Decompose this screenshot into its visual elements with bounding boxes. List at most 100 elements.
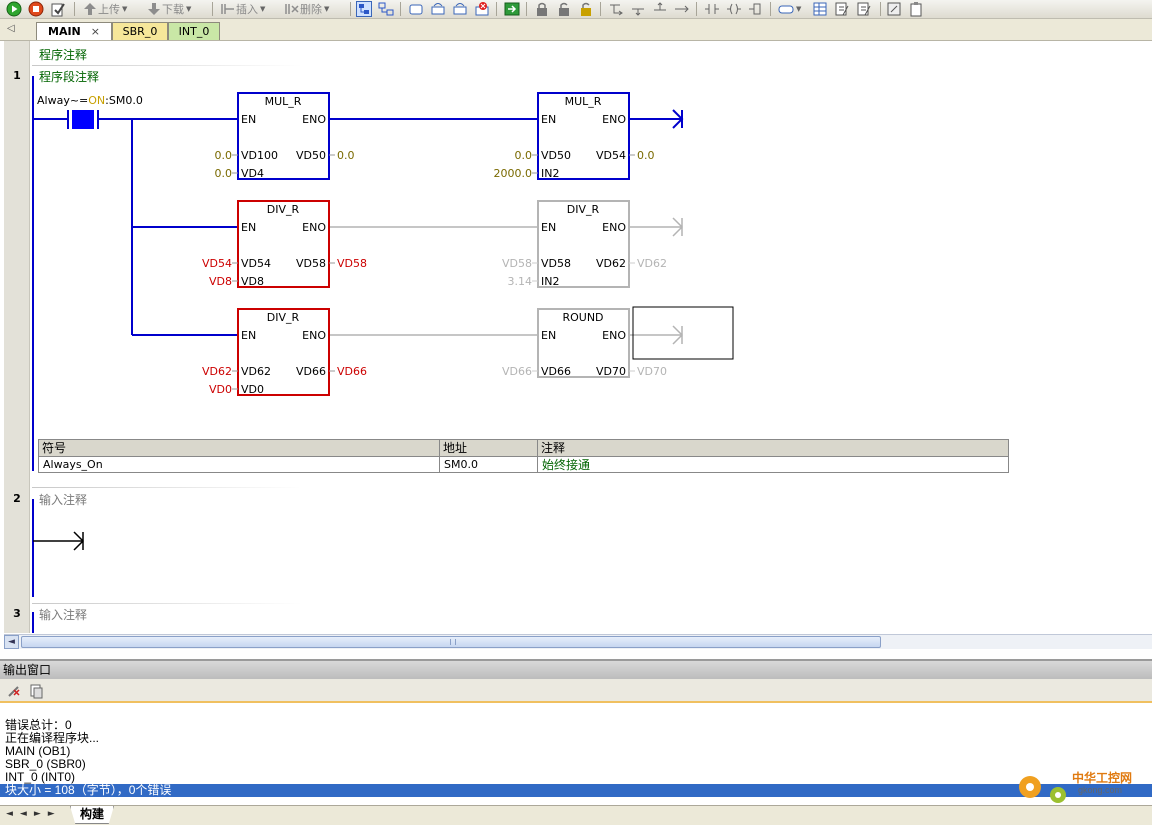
symbol-addressing-dropdown-icon[interactable]: ▼	[796, 5, 802, 13]
block-div-r-1[interactable]: DIV_R EN ENO VD54 VD58 VD8 VD54 VD8 VD58	[202, 200, 367, 288]
prev-tab-icon[interactable]: ◄	[19, 809, 34, 819]
svg-text:VD100: VD100	[241, 149, 278, 162]
svg-text:VD66: VD66	[502, 365, 532, 378]
block-mul-r-1[interactable]: MUL_R EN ENO VD100 VD50 VD4 0.0 0.0 0.0	[215, 92, 355, 180]
next-tab-icon[interactable]: ►	[33, 809, 48, 819]
clipboard-button[interactable]	[908, 1, 924, 17]
window-button[interactable]	[408, 1, 424, 17]
symbol-addressing-button[interactable]: ▼	[778, 1, 801, 17]
download-dropdown-icon[interactable]: ▼	[186, 5, 192, 13]
program-comment[interactable]: 程序注释	[39, 48, 88, 62]
properties-icon	[886, 1, 902, 17]
svg-text:MUL_R: MUL_R	[265, 95, 302, 108]
network-1-branch-2-end-arrow	[672, 217, 684, 237]
pou-tab-bar: ◁ MAIN × SBR_0 INT_0	[0, 19, 1152, 41]
svg-text:ENO: ENO	[602, 329, 626, 342]
properties-button[interactable]	[886, 1, 902, 17]
svg-text:VD66: VD66	[296, 365, 326, 378]
output-line-block-size[interactable]: 块大小 = 108（字节），0个错误	[0, 784, 1152, 797]
go-button[interactable]	[504, 1, 520, 17]
download-button[interactable]: 下载▼	[146, 1, 191, 17]
network-1-comment[interactable]: 程序段注释	[39, 70, 100, 84]
main-toolbar: 上传▼ 下载▼ 插入▼ 删除▼	[0, 0, 1152, 19]
symbol-table-button[interactable]	[812, 1, 828, 17]
coil-icon	[726, 1, 742, 17]
selection-cursor-box[interactable]	[632, 306, 734, 360]
address-cell[interactable]: SM0.0	[440, 457, 538, 473]
svg-text:ENO: ENO	[602, 221, 626, 234]
clear-button[interactable]	[474, 1, 490, 17]
block-div-r-2[interactable]: DIV_R EN ENO VD58 VD62 IN2 VD58 3.14 VD6…	[502, 200, 667, 288]
copy-output-icon[interactable]	[28, 683, 44, 702]
contact-icon	[704, 1, 720, 17]
go-icon	[504, 1, 520, 17]
trend-view-button[interactable]	[378, 1, 394, 17]
run-button[interactable]	[6, 1, 22, 17]
insert-contact-button[interactable]	[704, 1, 720, 17]
svg-text:VD54: VD54	[596, 149, 626, 162]
branch-left-button[interactable]	[652, 1, 668, 17]
symbol-cell[interactable]: Always_On	[39, 457, 440, 473]
symbol-comment-cell[interactable]: 始终接通	[542, 458, 591, 472]
scroll-thumb[interactable]	[21, 636, 881, 648]
last-tab-icon[interactable]: ►	[47, 809, 62, 819]
editor-horizontal-scrollbar[interactable]: ◄	[4, 634, 1152, 649]
svg-text:EN: EN	[541, 221, 556, 234]
svg-text:0.0: 0.0	[337, 149, 355, 162]
tab-close-icon[interactable]: ×	[90, 25, 100, 38]
ladder-editor[interactable]: 1 2 3 程序注释 程序段注释 输入注释 输入注释 Alway~=ON:SM0…	[0, 41, 1152, 633]
network-1-end-arrow	[672, 109, 684, 129]
svg-text:VD62: VD62	[202, 365, 232, 378]
svg-text:VD66: VD66	[337, 365, 367, 378]
network-comment-button[interactable]	[856, 1, 872, 17]
output-body[interactable]: 错误总计：0 正在编译程序块... MAIN (OB1) SBR_0 (SBR0…	[0, 705, 1152, 805]
comment-header: 注释	[538, 440, 1008, 457]
network-2-comment[interactable]: 输入注释	[39, 493, 88, 507]
scroll-left-icon[interactable]: ◄	[4, 635, 19, 649]
upload-button[interactable]: 上传▼	[82, 1, 127, 17]
delete-button[interactable]: 删除▼	[284, 1, 329, 17]
download-label: 下载	[162, 3, 184, 16]
redo-button[interactable]	[452, 1, 468, 17]
line-right-button[interactable]	[674, 1, 690, 17]
tab-scroll-left-icon[interactable]: ◁	[7, 23, 15, 34]
first-tab-icon[interactable]: ◄	[6, 809, 20, 819]
network-3-comment[interactable]: 输入注释	[39, 608, 88, 622]
program-status-button[interactable]	[356, 1, 372, 17]
delete-label: 删除	[300, 3, 322, 16]
block-mul-r-2[interactable]: MUL_R EN ENO VD50 VD54 IN2 0.0 2000.0 0.…	[494, 92, 655, 180]
contact-sm0-0-energized[interactable]	[72, 110, 94, 129]
gear-logo-icon	[1019, 776, 1066, 803]
svg-text:0.0: 0.0	[515, 149, 533, 162]
insert-coil-button[interactable]	[726, 1, 742, 17]
tab-build[interactable]: 构建	[70, 806, 114, 824]
branch-down-button[interactable]	[608, 1, 624, 17]
ladder-diagram: Alway~=ON:SM0.0 MUL	[32, 76, 734, 633]
tab-main[interactable]: MAIN ×	[36, 22, 112, 40]
branch-up-button[interactable]	[630, 1, 646, 17]
block-div-r-3[interactable]: DIV_R EN ENO VD62 VD66 VD0 VD62 VD0 VD66	[202, 308, 367, 396]
symbol-header: 符号	[39, 440, 440, 457]
svg-text:VD8: VD8	[209, 275, 232, 288]
block-round[interactable]: ROUND EN ENO VD66 VD70 VD66 VD70	[502, 308, 667, 378]
tab-int0[interactable]: INT_0	[168, 22, 220, 40]
clear-output-icon[interactable]	[6, 683, 22, 702]
watermark-text: 中华工控网	[1072, 771, 1133, 785]
insert-dropdown-icon[interactable]: ▼	[260, 5, 266, 13]
tab-nav-arrows[interactable]: ◄◄►►	[6, 809, 62, 819]
unlock-all-button[interactable]	[578, 1, 594, 17]
undo-button[interactable]	[430, 1, 446, 17]
svg-text:IN2: IN2	[541, 167, 559, 180]
edit-comment-button[interactable]	[834, 1, 850, 17]
tab-sbr0[interactable]: SBR_0	[112, 22, 168, 40]
unlock-button[interactable]	[556, 1, 572, 17]
insert-box-button[interactable]	[748, 1, 764, 17]
compile-button[interactable]	[50, 1, 66, 17]
clear-icon	[474, 1, 490, 17]
upload-dropdown-icon[interactable]: ▼	[122, 5, 128, 13]
svg-text:VD62: VD62	[241, 365, 271, 378]
stop-button[interactable]	[28, 1, 44, 17]
lock-button[interactable]	[534, 1, 550, 17]
delete-dropdown-icon[interactable]: ▼	[324, 5, 330, 13]
insert-button[interactable]: 插入▼	[220, 1, 265, 17]
